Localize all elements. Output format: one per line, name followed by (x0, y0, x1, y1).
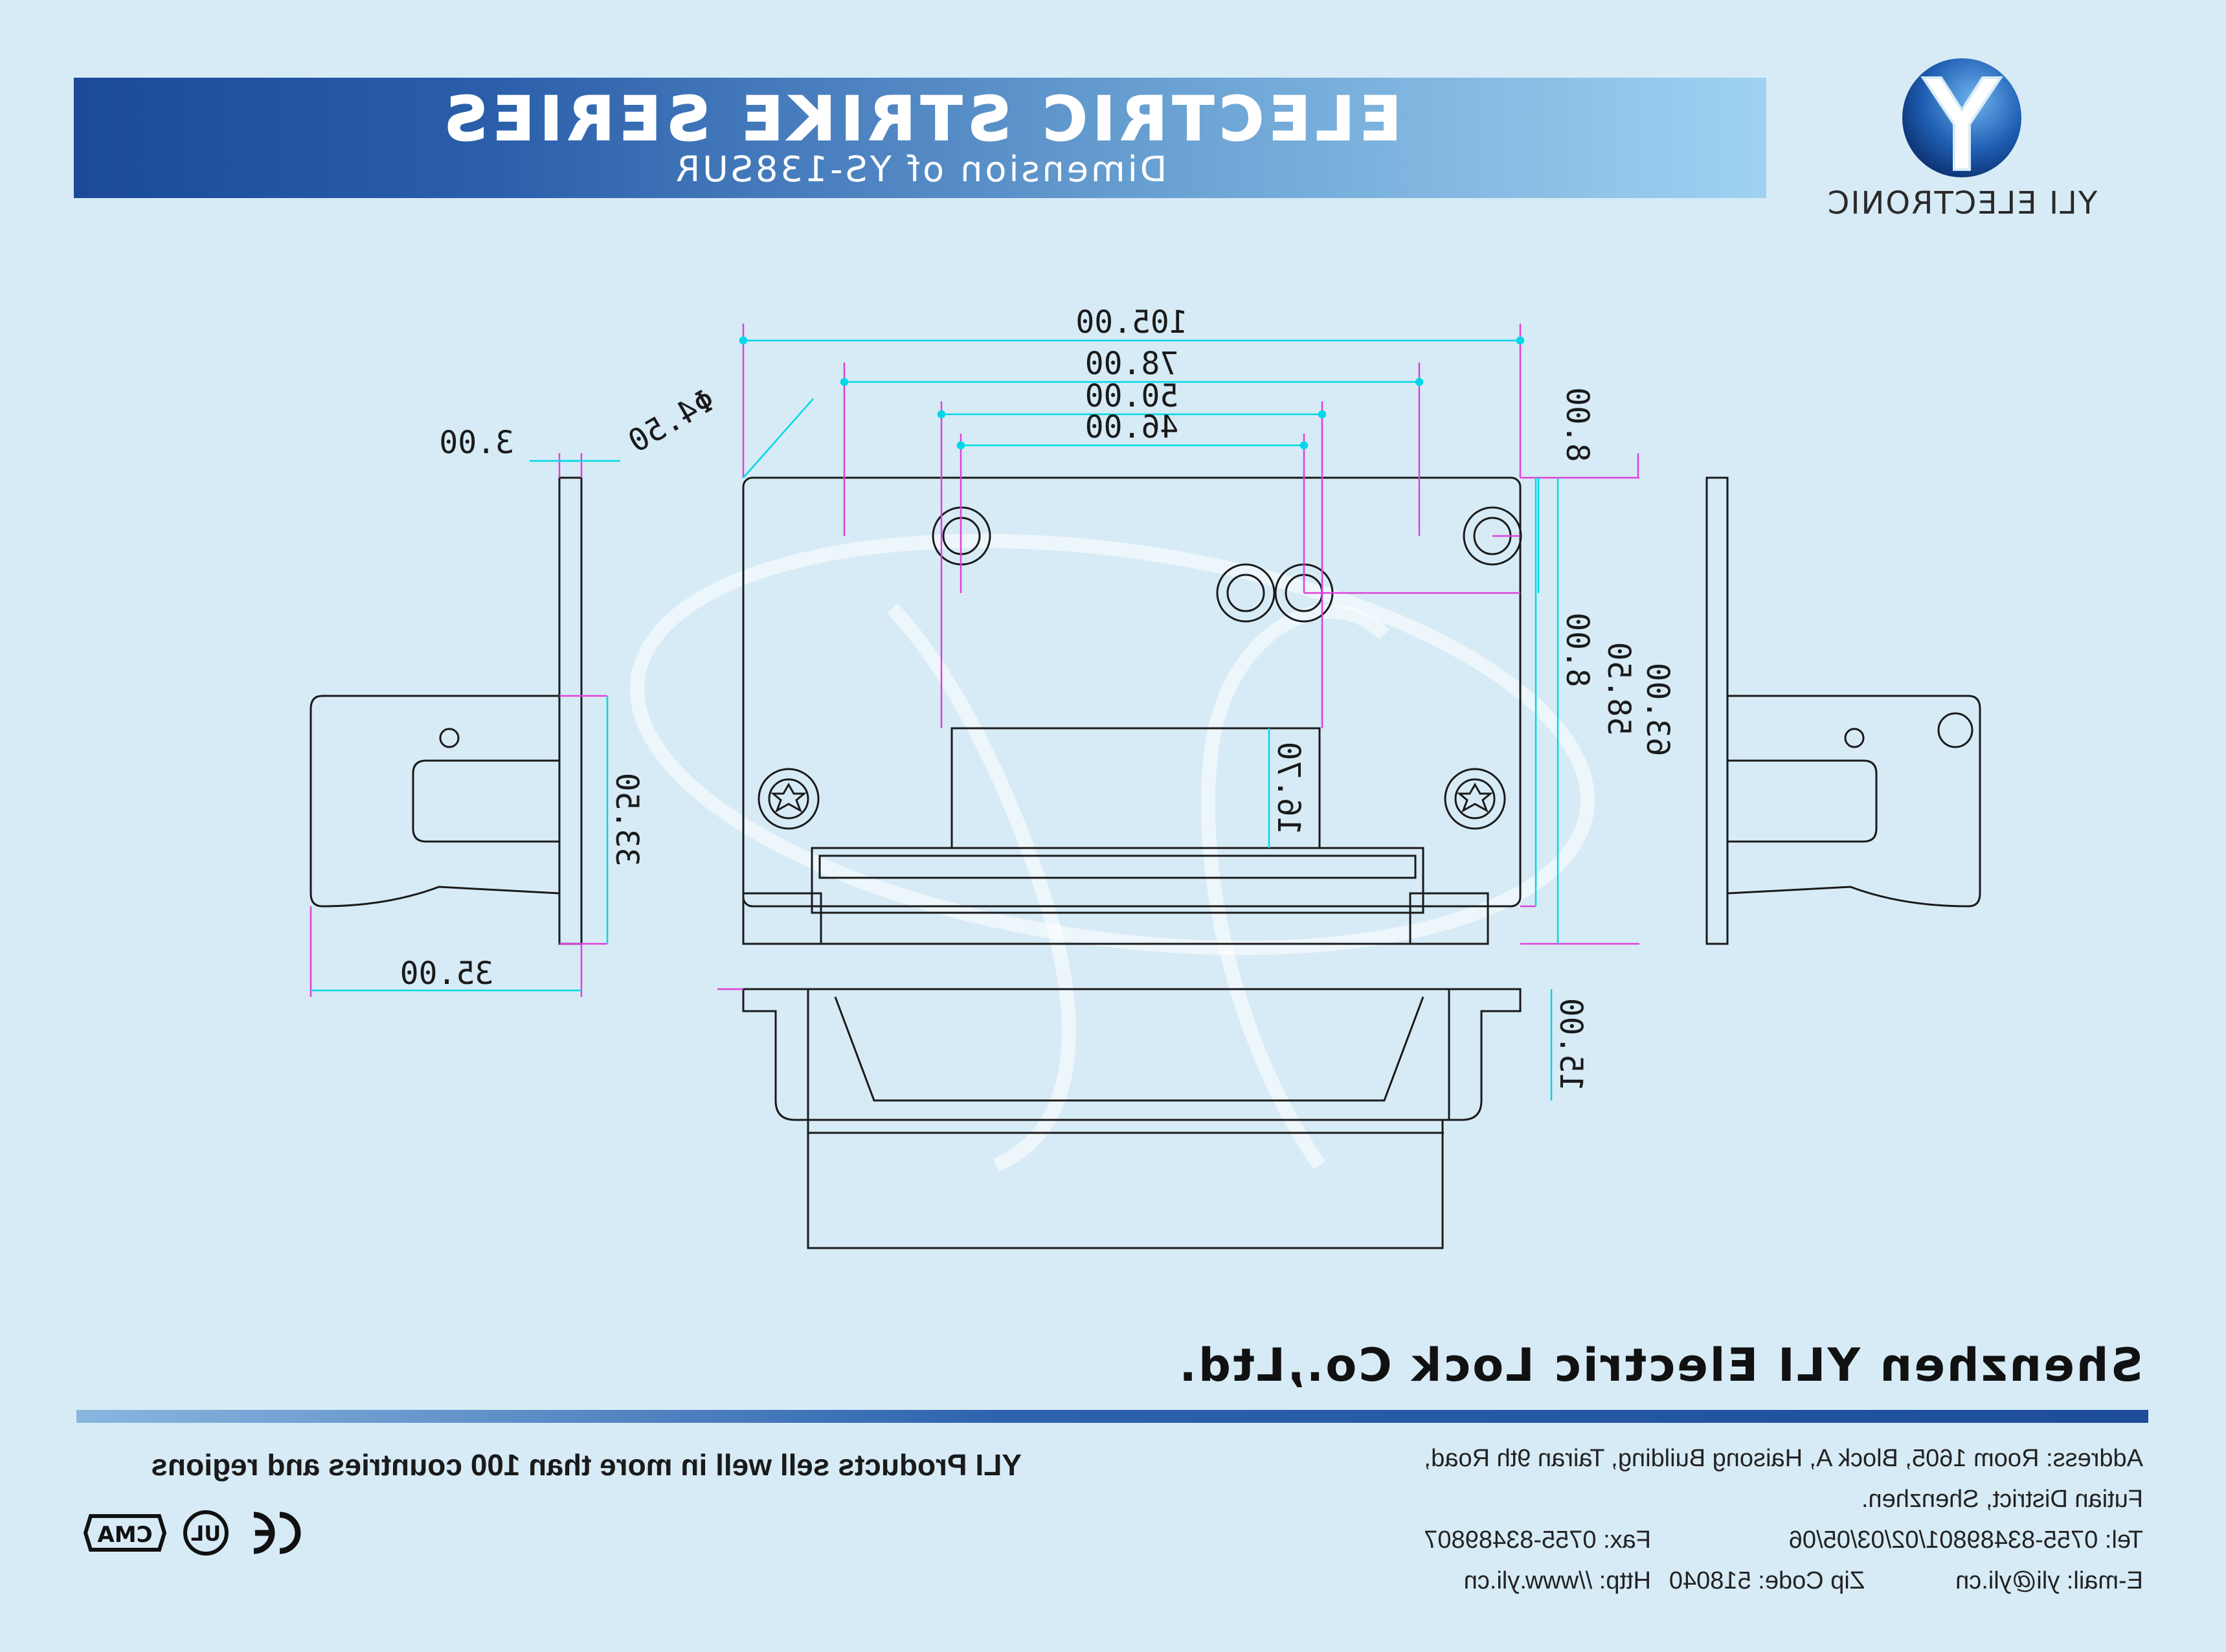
contact-block: Address: Room 1605, Block A, Haisong Bui… (1301, 1438, 2143, 1602)
company-name: Shenzhen YLI Electric Lock Co.,Ltd. (1177, 1339, 2143, 1392)
side-housing (309, 695, 560, 908)
dimension-labels: 105.00 78.00 50.00 46.00 Φ4.50 3.00 33.5… (400, 304, 1676, 1091)
dim-hole-span-inner-b: 46.00 (1085, 409, 1179, 445)
footer-divider (76, 1410, 2148, 1423)
cma-mark-icon: CMA (83, 1514, 167, 1552)
bottom-view-body (742, 988, 1522, 1249)
dim-hole-diameter: Φ4.50 (622, 382, 721, 460)
side-housing-opposite (1727, 695, 1981, 908)
ul-mark-label: UL (191, 1521, 221, 1546)
http-text: Http: //www.yli.cn (1463, 1567, 1651, 1594)
yli-globe-logo-icon (1902, 58, 2021, 177)
slogan-text: YLI Products sell well in more than 100 … (151, 1448, 1022, 1482)
dim-plate-thickness: 3.00 (439, 425, 514, 461)
torx-screws (758, 768, 1506, 830)
dimension-lines (311, 336, 1559, 1100)
dim-hole-span-inner-a: 50.00 (1085, 378, 1179, 414)
zip-text: Zip Code: 518040 (1669, 1567, 1865, 1594)
address-line-2: Futian District, Shenzhen. (1861, 1486, 2143, 1513)
keeper-bar (811, 847, 1424, 914)
dim-hole-offset-top: 8.00 (1559, 387, 1595, 462)
dim-hole-span-outer: 78.00 (1085, 346, 1179, 382)
dim-overall-width: 105.00 (1075, 304, 1187, 340)
dim-hole-offset-mid: 8.00 (1559, 612, 1595, 687)
dim-keeper-depth: 15.00 (1553, 998, 1589, 1092)
company-logo: YLI ELECTRONIC (1813, 58, 2111, 227)
certification-marks: UL CMA (76, 1507, 309, 1559)
ul-mark-icon: UL (183, 1510, 229, 1556)
part-outlines (309, 476, 1981, 1249)
side-plate-opposite (1705, 476, 1729, 945)
mount-tab-right (742, 892, 822, 945)
address-line-1: Address: Room 1605, Block A, Haisong Bui… (1424, 1445, 2143, 1472)
front-plate (742, 476, 1522, 908)
dim-side-depth: 35.00 (400, 955, 494, 992)
ce-mark-icon (253, 1512, 301, 1554)
dim-inner-height: 58.50 (1601, 642, 1637, 736)
email-text: E-mail: yli@yli.cn (1955, 1567, 2143, 1594)
cma-mark-label: CMA (97, 1522, 153, 1548)
dim-side-height: 33.50 (609, 773, 645, 867)
bottom-view-channel (834, 996, 1424, 1102)
side-plate (558, 476, 583, 945)
extension-lines (309, 324, 1639, 997)
dim-slot-depth: 16.70 (1270, 742, 1307, 836)
strike-slot (950, 727, 1321, 848)
fax-text: Fax: 0755-83489807 (1424, 1526, 1651, 1554)
dim-overall-height: 63.00 (1639, 663, 1676, 757)
tel-text: Tel: 0755-83489801/02/03/05/06 (1788, 1526, 2143, 1554)
